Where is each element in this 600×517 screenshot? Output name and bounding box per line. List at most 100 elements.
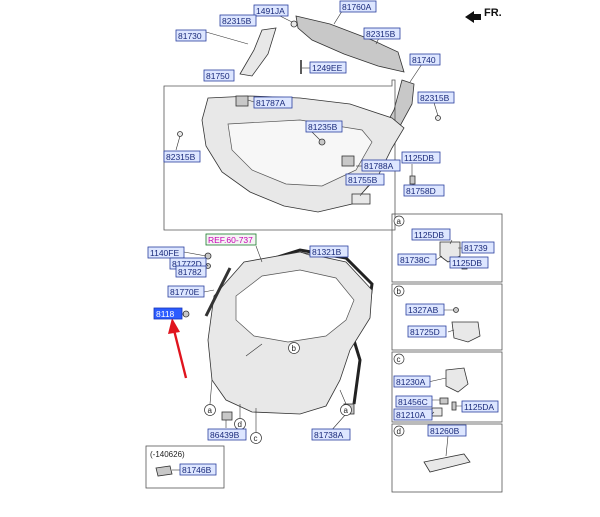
- date-note-box: [145, 445, 225, 489]
- label-81725d[interactable]: 81725D: [407, 325, 447, 338]
- label-81260b[interactable]: 81260B: [427, 424, 467, 437]
- callout-c-main-text: c: [254, 434, 258, 443]
- handle-81260b: [423, 453, 471, 473]
- label-81738a[interactable]: 81738A: [311, 428, 351, 441]
- label-81746b[interactable]: 81746B: [179, 463, 217, 476]
- detail-c-leaders: [427, 377, 462, 415]
- label-81750[interactable]: 81750: [203, 69, 235, 82]
- label-81750-text: 81750: [206, 71, 230, 81]
- label-1140fe-text: 1140FE: [150, 248, 179, 258]
- label-81770e-text: 81770E: [170, 287, 200, 297]
- label-81738a-text: 81738A: [314, 430, 344, 440]
- label-81456c[interactable]: 81456C: [395, 395, 433, 408]
- detail-b-leaders: [444, 309, 455, 333]
- label-1327ab-text: 1327AB: [408, 305, 439, 315]
- label-81758d[interactable]: 81758D: [403, 184, 445, 197]
- detail-b-marker-text: b: [397, 287, 402, 296]
- callout-d-main: d: [234, 418, 246, 430]
- label-81782[interactable]: 81782: [175, 265, 207, 278]
- label-81760a[interactable]: 81760A: [339, 0, 377, 13]
- label-1125da[interactable]: 1125DA: [461, 400, 499, 413]
- label-86439b[interactable]: 86439B: [207, 428, 247, 441]
- bolt-1125da: [451, 401, 457, 411]
- label-81782-text: 81782: [178, 267, 202, 277]
- label-82315b-left-text: 82315B: [166, 152, 196, 162]
- cover-81788a: [341, 155, 355, 167]
- label-81787a[interactable]: 81787A: [253, 96, 293, 109]
- detail-b-marker: b: [393, 285, 405, 297]
- label-8118x-text: 8118: [156, 309, 175, 319]
- label-1125db-detail-a2[interactable]: 1125DB: [449, 256, 489, 269]
- label-81210a[interactable]: 81210A: [393, 408, 433, 421]
- clip-82315b-left: [177, 131, 183, 137]
- label-1125db-detail-a[interactable]: 1125DB: [411, 228, 451, 241]
- callout-d-main-text: d: [238, 420, 242, 429]
- label-1491ja[interactable]: 1491JA: [253, 4, 289, 17]
- label-1491ja-text: 1491JA: [256, 6, 285, 16]
- tailgate-glass-opening: [235, 269, 355, 343]
- label-1327ab[interactable]: 1327AB: [405, 303, 445, 316]
- detail-d-marker-text: d: [397, 427, 401, 436]
- callout-a-right: a: [340, 404, 352, 416]
- detail-c-marker-text: c: [397, 355, 401, 364]
- label-81740[interactable]: 81740: [409, 53, 441, 66]
- label-1140fe[interactable]: 1140FE: [147, 246, 185, 259]
- emblem-86439b: [221, 411, 233, 421]
- callout-b-main-text: b: [292, 344, 297, 353]
- label-82315b-left[interactable]: 82315B: [163, 150, 201, 163]
- gas-lifter-81770e: [204, 267, 232, 317]
- label-81788a-text: 81788A: [364, 161, 394, 171]
- label-81738c-text: 81738C: [400, 255, 430, 265]
- label-81787a-text: 81787A: [256, 98, 286, 108]
- label-8118x-highlight[interactable]: 8118: [153, 307, 183, 320]
- label-81738c[interactable]: 81738C: [397, 253, 437, 266]
- detail-c-marker: c: [393, 353, 405, 365]
- label-ref-60-737[interactable]: REF.60-737: [205, 233, 257, 246]
- clip-81746b: [155, 465, 173, 477]
- label-81235b-text: 81235B: [308, 122, 338, 132]
- callout-a-main: a: [204, 404, 216, 416]
- label-81321b-text: 81321B: [312, 247, 342, 257]
- label-81230a[interactable]: 81230A: [393, 375, 431, 388]
- label-1249ee-text: 1249EE: [312, 63, 343, 73]
- label-82315b-top[interactable]: 82315B: [219, 14, 257, 27]
- header-trim: [295, 15, 405, 73]
- label-1125db-upper[interactable]: 1125DB: [401, 151, 441, 164]
- label-81755b[interactable]: 81755B: [345, 173, 385, 186]
- label-81730[interactable]: 81730: [175, 29, 207, 42]
- label-81758d-text: 81758D: [406, 186, 436, 196]
- label-81260b-text: 81260B: [430, 426, 460, 436]
- label-82315b-top-text: 82315B: [222, 16, 252, 26]
- label-81746b-text: 81746B: [182, 465, 212, 475]
- red-pointer-arrow-icon: [168, 318, 188, 379]
- label-81755b-text: 81755B: [348, 175, 378, 185]
- label-81739[interactable]: 81739: [461, 241, 495, 254]
- label-81770e[interactable]: 81770E: [167, 285, 205, 298]
- latch-bracket-81725d: [451, 321, 481, 343]
- fr-label: FR.: [484, 7, 502, 19]
- detail-box-d: [391, 423, 503, 493]
- detail-d-marker: d: [393, 425, 405, 437]
- label-81760a-text: 81760A: [342, 2, 372, 12]
- trim-group-box: [163, 79, 396, 231]
- label-81235b[interactable]: 81235B: [305, 120, 343, 133]
- detail-d-leaders: [445, 435, 449, 457]
- label-82315b-right[interactable]: 82315B: [417, 91, 455, 104]
- label-81739-text: 81739: [464, 243, 488, 253]
- label-82315b-mid[interactable]: 82315B: [363, 27, 401, 40]
- callout-c-main: c: [250, 432, 262, 444]
- clip-81235b: [318, 138, 326, 146]
- label-1125db-detail-a-text: 1125DB: [414, 230, 444, 240]
- label-81321b[interactable]: 81321B: [309, 245, 349, 258]
- cover-81787a: [235, 95, 249, 107]
- label-1249ee[interactable]: 1249EE: [309, 61, 347, 74]
- callout-b-main: b: [288, 342, 300, 354]
- label-81788a[interactable]: 81788A: [361, 159, 401, 172]
- detail-a-marker-text: a: [397, 217, 402, 226]
- detail-a-marker: a: [393, 215, 405, 227]
- fr-indicator: FR.: [465, 7, 502, 23]
- clip-1491ja: [290, 20, 298, 28]
- bolt-1327ab: [453, 307, 459, 313]
- callout-a-main-text: a: [208, 406, 213, 415]
